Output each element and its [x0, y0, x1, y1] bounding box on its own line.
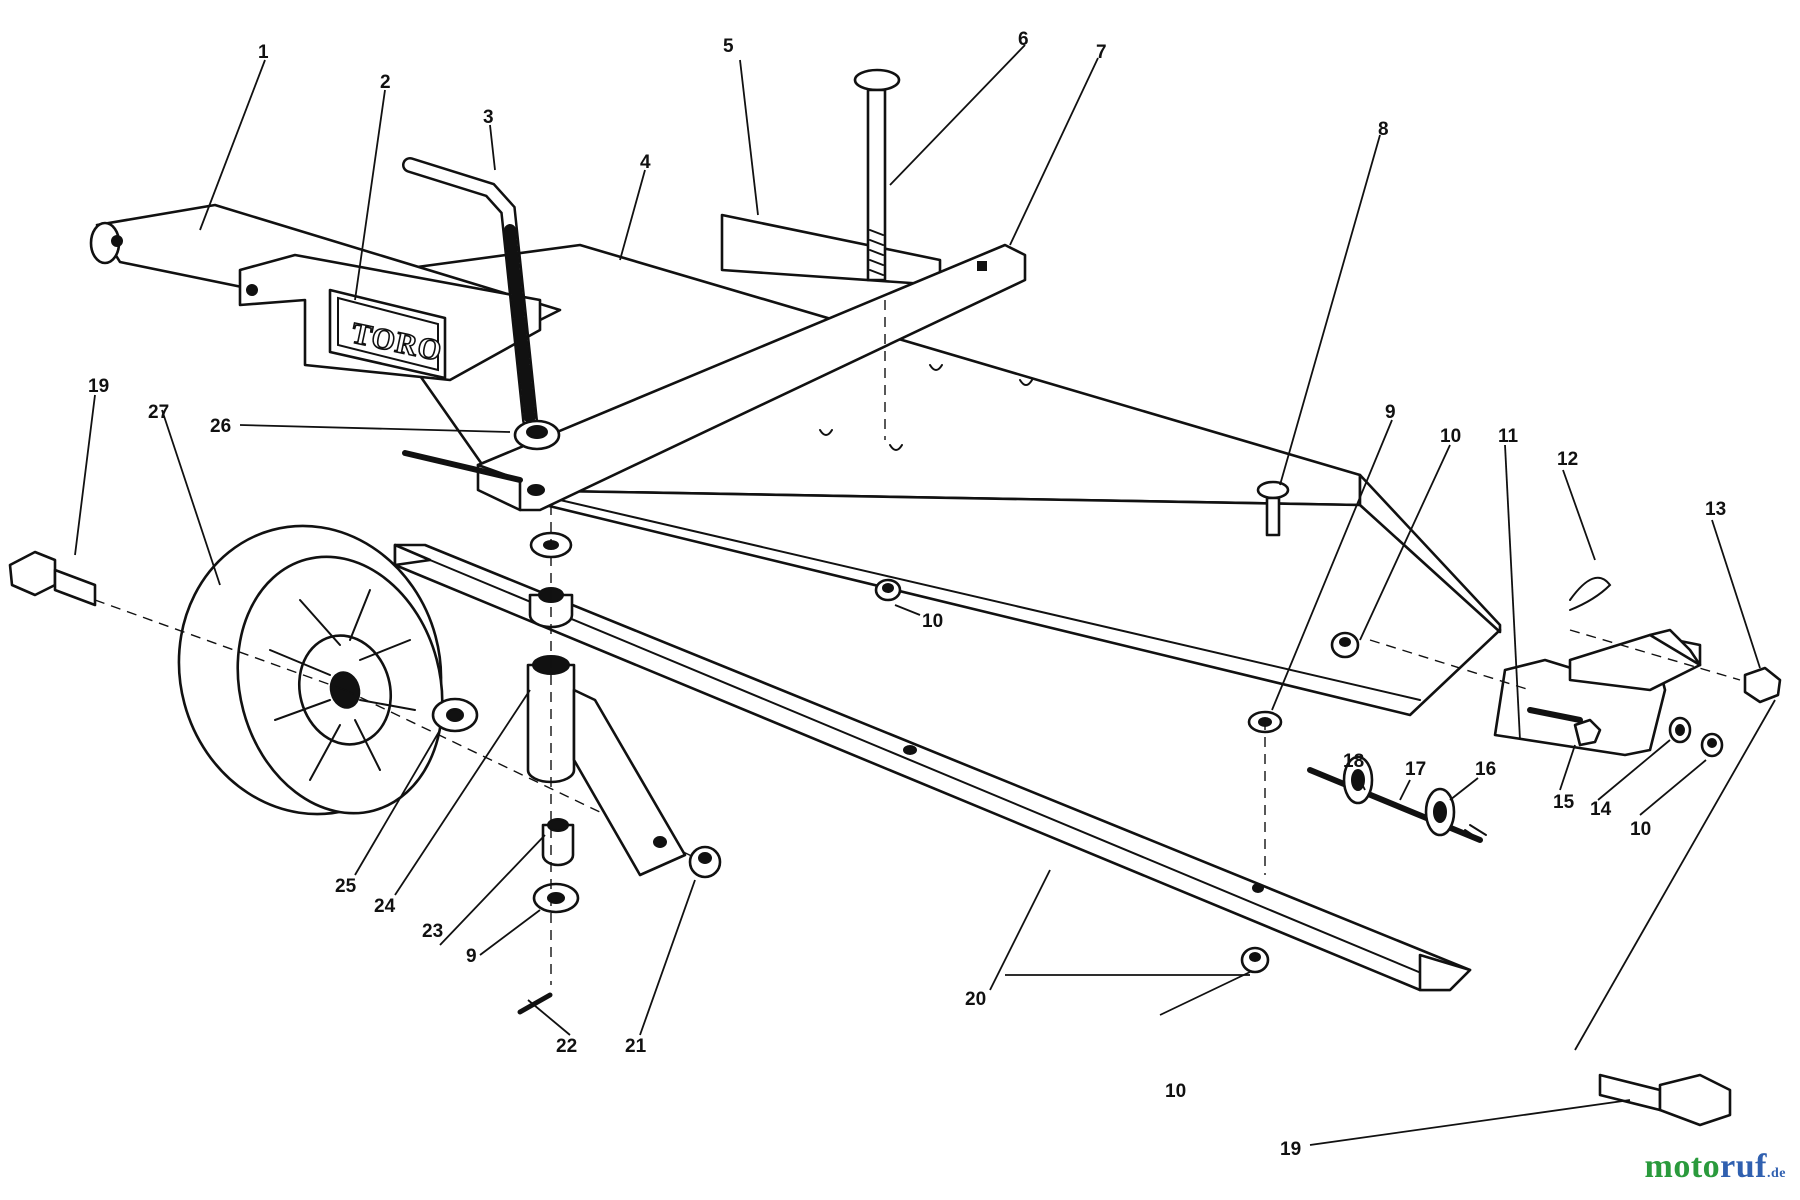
site-watermark: motoruf.de [1645, 1148, 1786, 1186]
callout-4: 4 [640, 152, 651, 173]
callout-6: 6 [1018, 29, 1029, 50]
callout-19-right: 19 [1280, 1139, 1301, 1160]
callout-23: 23 [422, 921, 443, 942]
callout-27: 27 [148, 402, 169, 423]
callout-9-left: 9 [466, 946, 477, 967]
callout-20: 20 [965, 989, 986, 1010]
callout-19-left: 19 [88, 376, 109, 397]
watermark-part-a: moto [1644, 1148, 1721, 1185]
callout-24: 24 [374, 896, 396, 917]
callout-10-center: 10 [922, 611, 943, 632]
pivot-spindle [517, 531, 687, 1015]
nut-10-far-right [1700, 732, 1724, 758]
callout-labels: 1 2 3 4 5 6 7 8 9 9 10 10 10 10 11 12 13… [88, 29, 1726, 1160]
callout-14: 14 [1590, 799, 1612, 820]
callout-25: 25 [335, 876, 357, 897]
callout-17: 17 [1405, 759, 1426, 780]
height-adjust-rod [402, 157, 538, 428]
callout-1: 1 [258, 42, 269, 63]
washer-wheel [431, 697, 479, 733]
watermark-part-b: ruf [1720, 1148, 1767, 1185]
cotter-pin [1569, 576, 1612, 611]
long-bolt [853, 68, 901, 282]
carriage-bolt [1256, 480, 1290, 537]
leader-lines [74, 44, 1761, 1146]
callout-5: 5 [723, 36, 734, 57]
callout-9-right: 9 [1385, 402, 1396, 423]
callout-12: 12 [1557, 449, 1578, 470]
washer-14 [1668, 716, 1692, 744]
watermark-suffix: .de [1767, 1166, 1786, 1181]
callout-21: 21 [625, 1036, 647, 1057]
callout-10-right: 10 [1630, 819, 1651, 840]
callout-10-top: 10 [1440, 426, 1461, 447]
callout-11: 11 [1498, 426, 1519, 447]
latch-bracket [1568, 628, 1702, 692]
callout-15: 15 [1553, 792, 1575, 813]
nut-bottom [1240, 946, 1270, 974]
nut-13 [1743, 666, 1782, 704]
callout-13: 13 [1705, 499, 1726, 520]
callout-16: 16 [1475, 759, 1496, 780]
callout-22: 22 [556, 1036, 577, 1057]
nut-center [874, 578, 902, 602]
callout-26: 26 [210, 416, 231, 437]
callout-8: 8 [1378, 119, 1389, 140]
callout-7: 7 [1096, 42, 1107, 63]
plate [720, 213, 942, 287]
callout-3: 3 [483, 107, 494, 128]
nut-right [1330, 631, 1360, 659]
jam-nut [513, 419, 561, 451]
side-bolt-right [1598, 1073, 1732, 1127]
toro-bracket: TORO [238, 253, 542, 382]
callout-18: 18 [1343, 751, 1364, 772]
callout-10-bottom: 10 [1165, 1081, 1186, 1102]
callout-2: 2 [380, 72, 391, 93]
axle-rod [1307, 755, 1487, 843]
side-bolt-left [8, 550, 97, 607]
nut-21 [688, 845, 722, 879]
